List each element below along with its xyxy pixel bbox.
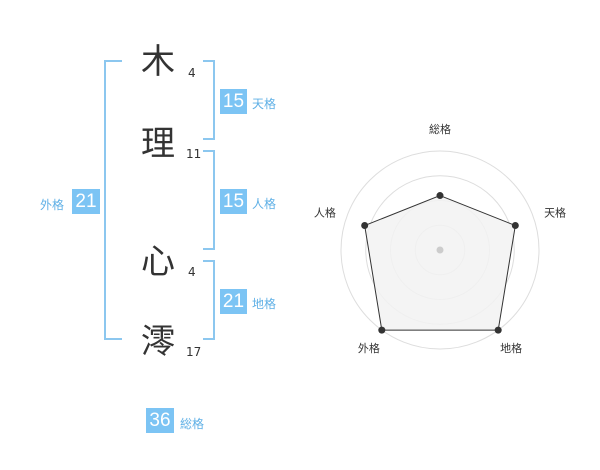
radar-axis-label-3: 地格 [500, 341, 522, 355]
gaikaku-value: 21 [72, 189, 100, 214]
radar-point-1 [436, 192, 444, 200]
soukaku-value: 36 [146, 408, 174, 433]
radar-point-3 [494, 326, 502, 334]
name-char-3: 心 [141, 242, 175, 282]
soukaku-label: 総格 [180, 417, 205, 431]
jinkaku-label: 人格 [252, 197, 277, 211]
radar-axis-label-5: 人格 [314, 206, 336, 220]
tenkaku-bracket [203, 60, 215, 140]
radar-ring-4 [340, 150, 540, 350]
jinkaku-bracket [203, 150, 215, 250]
radar-axis-label-2: 天格 [544, 206, 566, 220]
radar-point-2 [511, 222, 519, 230]
name-char-2: 理 [141, 124, 175, 164]
stroke-count-1: 4 [188, 66, 196, 80]
radar-data-polygon [364, 195, 516, 331]
jinkaku-value: 15 [220, 189, 247, 214]
name-char-4: 澪 [141, 322, 175, 362]
tenkaku-label: 天格 [252, 97, 277, 111]
radar-axis-label-1: 総格 [429, 122, 451, 136]
chikaku-value: 21 [220, 289, 247, 314]
radar-point-4 [378, 326, 386, 334]
radar-axis-label-4: 外格 [358, 341, 380, 355]
radar-point-5 [361, 222, 369, 230]
chikaku-label: 地格 [252, 297, 277, 311]
radar-center-dot [436, 246, 444, 254]
chikaku-bracket [203, 260, 215, 340]
stroke-count-3: 4 [188, 265, 196, 279]
stroke-count-4: 17 [186, 345, 202, 359]
stroke-count-2: 11 [186, 147, 202, 161]
gaikaku-label: 外格 [40, 198, 65, 212]
tenkaku-value: 15 [220, 89, 247, 114]
name-char-1: 木 [141, 42, 175, 82]
gaikaku-bracket [104, 60, 122, 340]
